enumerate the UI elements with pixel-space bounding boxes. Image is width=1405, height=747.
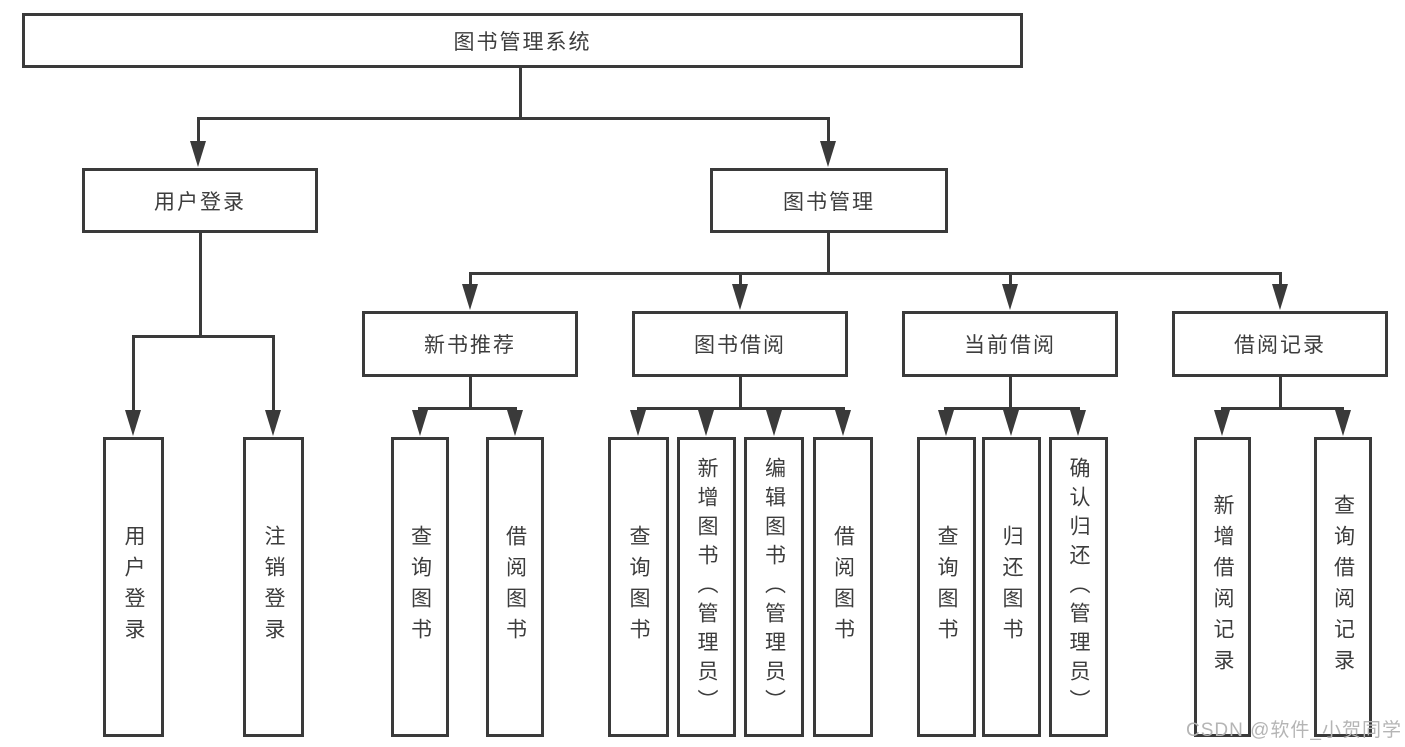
connector-borrowrecords-branch	[1221, 407, 1344, 410]
node-label: 查询图书	[627, 525, 650, 649]
arrowhead	[412, 410, 428, 436]
node-label: 查询图书	[935, 525, 958, 649]
connector-newbooks-stem	[469, 375, 472, 410]
node-label: 归还图书	[1000, 525, 1023, 649]
connector-stem-leaf-logout	[272, 335, 275, 413]
arrowhead	[1003, 410, 1019, 436]
connector-currentborrow-branch	[944, 407, 1080, 410]
leaf-current-return: 归还图书	[982, 437, 1041, 737]
node-label: 新增图书（管理员）	[695, 456, 718, 718]
arrowhead	[835, 410, 851, 436]
arrowhead	[1214, 410, 1230, 436]
arrowhead	[732, 284, 748, 310]
leaf-borrow-query: 查询图书	[608, 437, 669, 737]
connector-currentborrow-stem	[1009, 375, 1012, 410]
arrowhead	[507, 410, 523, 436]
connector-bookborrow-branch	[637, 407, 845, 410]
node-label: 编辑图书（管理员）	[762, 456, 786, 718]
connector-mgmt-branch	[469, 272, 1282, 275]
leaf-borrow-add: 新增图书（管理员）	[677, 437, 736, 737]
node-root: 图书管理系统	[22, 13, 1023, 68]
leaf-records-query: 查询借阅记录	[1314, 437, 1372, 737]
connector-login-branch	[132, 335, 275, 338]
node-label: 查询借阅记录	[1331, 494, 1355, 680]
node-label: 图书管理	[783, 190, 875, 214]
connector-stem-user-login	[197, 117, 200, 143]
leaf-newbooks-query: 查询图书	[391, 437, 449, 737]
connector-stem-current-borrow	[1009, 272, 1012, 286]
node-label: 当前借阅	[964, 334, 1056, 357]
arrowhead	[766, 410, 782, 436]
connector-stem-book-borrow	[739, 272, 742, 286]
arrowhead	[190, 141, 206, 167]
arrowhead	[1070, 410, 1086, 436]
connector-login-stem	[199, 231, 202, 336]
node-label: 借阅图书	[503, 525, 527, 649]
node-label: 借阅记录	[1234, 334, 1326, 357]
connector-bookborrow-stem	[739, 375, 742, 410]
arrowhead	[820, 141, 836, 167]
node-label: 确认归还（管理员）	[1067, 456, 1090, 718]
connector-root-branch	[197, 117, 830, 120]
connector-stem-borrow-records	[1279, 272, 1282, 286]
leaf-current-confirm: 确认归还（管理员）	[1049, 437, 1108, 737]
leaf-borrow-edit: 编辑图书（管理员）	[744, 437, 804, 737]
arrowhead	[1272, 284, 1288, 310]
node-label: 新书推荐	[424, 334, 516, 357]
arrowhead	[630, 410, 646, 436]
arrowhead	[265, 410, 281, 436]
node-label: 新增借阅记录	[1211, 494, 1234, 680]
node-label: 图书借阅	[694, 334, 786, 357]
node-book-borrow: 图书借阅	[632, 311, 848, 377]
arrowhead	[125, 410, 141, 436]
node-label: 用户登录	[154, 190, 246, 214]
leaf-records-add: 新增借阅记录	[1194, 437, 1251, 737]
leaf-borrow-borrow: 借阅图书	[813, 437, 873, 737]
connector-stem-leaf-login	[132, 335, 135, 413]
connector-borrowrecords-stem	[1279, 375, 1282, 410]
arrowhead	[938, 410, 954, 436]
node-label: 图书管理系统	[453, 30, 592, 54]
leaf-newbooks-borrow: 借阅图书	[486, 437, 544, 737]
node-label: 注销登录	[262, 525, 285, 649]
connector-root-stem	[519, 66, 522, 117]
arrowhead	[698, 410, 714, 436]
arrowhead	[1335, 410, 1351, 436]
node-borrow-records: 借阅记录	[1172, 311, 1388, 377]
arrowhead	[462, 284, 478, 310]
node-label: 用户登录	[122, 525, 145, 649]
connector-stem-new-books	[469, 272, 472, 286]
leaf-logout: 注销登录	[243, 437, 304, 737]
node-label: 查询图书	[408, 525, 432, 649]
node-new-books: 新书推荐	[362, 311, 578, 377]
node-current-borrow: 当前借阅	[902, 311, 1118, 377]
arrowhead	[1002, 284, 1018, 310]
leaf-user-login: 用户登录	[103, 437, 164, 737]
node-book-mgmt: 图书管理	[710, 168, 948, 233]
connector-mgmt-stem	[827, 231, 830, 273]
node-user-login: 用户登录	[82, 168, 318, 233]
connector-newbooks-branch	[418, 407, 517, 410]
node-label: 借阅图书	[831, 525, 855, 649]
connector-stem-book-mgmt	[827, 117, 830, 143]
leaf-current-query: 查询图书	[917, 437, 976, 737]
